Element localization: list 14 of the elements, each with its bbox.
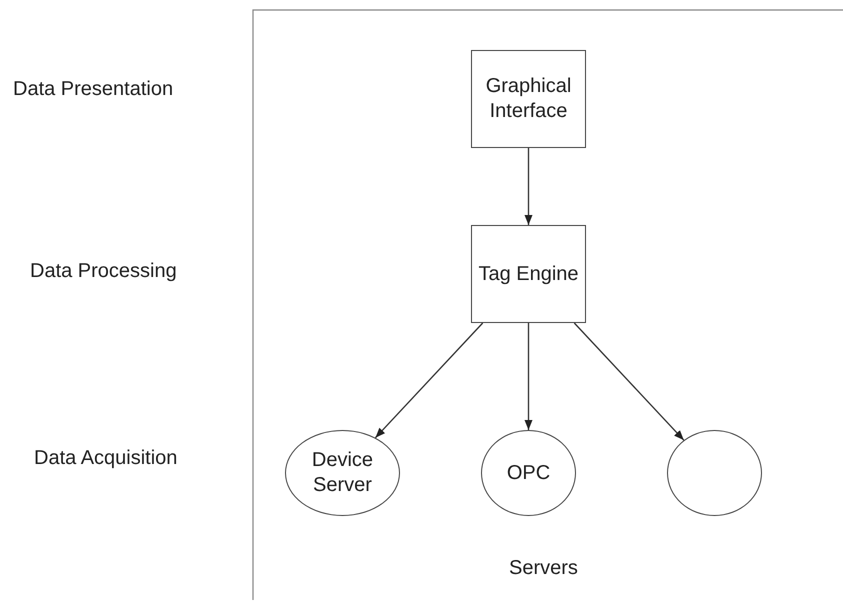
process-box	[471, 225, 586, 323]
arrow	[374, 322, 484, 438]
node-text: OPC	[506, 460, 550, 486]
node-text: Device Server	[310, 448, 374, 498]
group-label: Servers	[509, 557, 578, 580]
layer-label: Data Presentation	[13, 78, 174, 101]
arrow	[524, 148, 532, 225]
arrow	[574, 322, 684, 441]
node-text: Graphical Interface	[484, 74, 572, 124]
node-text: Tag Engine	[478, 262, 579, 286]
process-box	[471, 50, 586, 148]
layer-label: Data Processing	[30, 260, 177, 283]
layer-label: Data Acquisition	[34, 447, 178, 470]
arrow	[524, 323, 532, 430]
